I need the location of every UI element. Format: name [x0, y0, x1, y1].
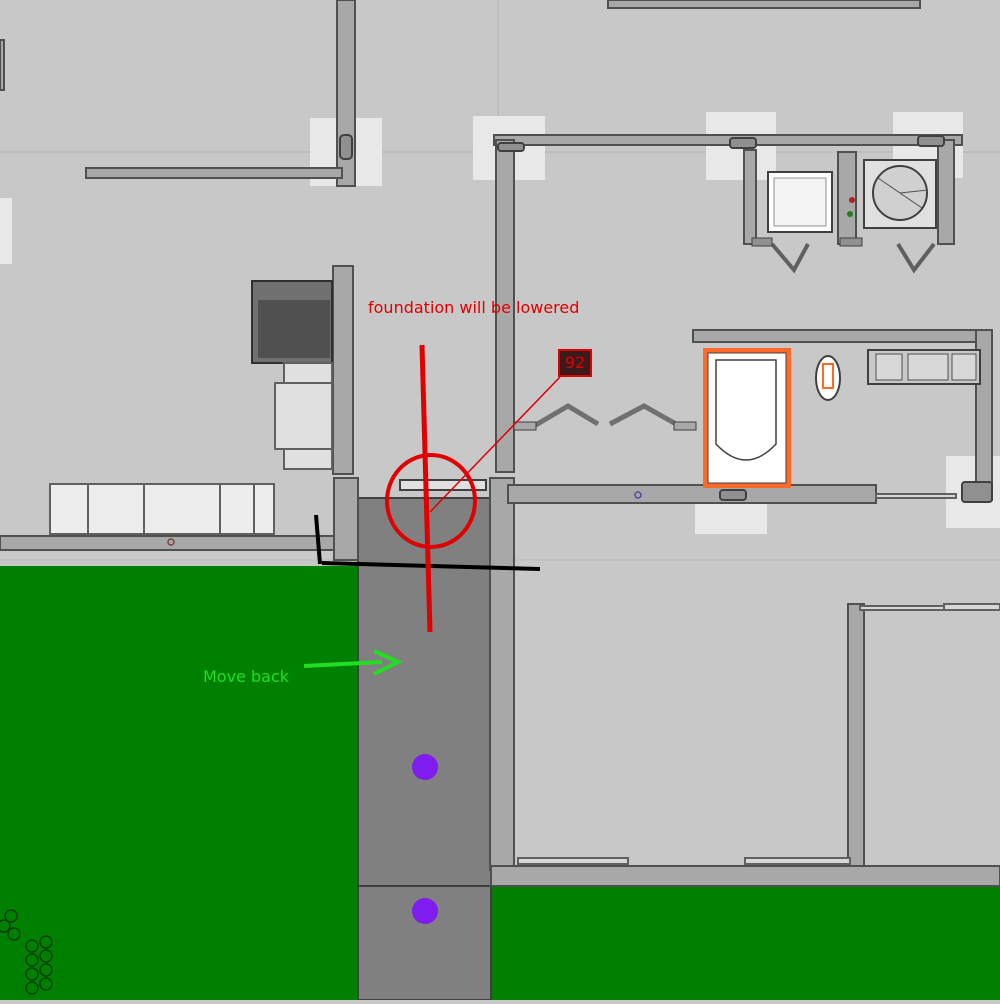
walkway: [357, 497, 492, 1001]
door-tracks: [517, 493, 1000, 865]
cabinet: [274, 382, 333, 450]
bifold-door: [608, 403, 678, 427]
post: [961, 481, 993, 503]
door-threshold: [399, 479, 487, 491]
door-jamb: [513, 421, 537, 431]
track: [744, 857, 851, 865]
counter: [49, 483, 275, 535]
vanity-drawer: [875, 353, 903, 381]
wall-segment: [692, 329, 989, 343]
washer-lid: [773, 177, 827, 227]
door-jamb: [673, 421, 697, 431]
lawn-left: [0, 566, 360, 1000]
toilet-tank: [822, 363, 834, 389]
markup-line-black: [314, 514, 322, 565]
arrow-right-icon: [373, 649, 403, 676]
vanity-drawer: [907, 353, 949, 381]
post: [719, 489, 747, 501]
wall-segment: [937, 139, 955, 245]
wall-segment: [490, 865, 1000, 887]
wall-segment: [85, 167, 343, 179]
post: [339, 134, 353, 160]
column-pad: [0, 198, 12, 264]
callout-leader-line: [429, 376, 561, 513]
door-jamb: [751, 237, 773, 247]
callout-number: 92: [564, 353, 586, 372]
door-jamb: [839, 237, 863, 247]
wall-segment: [507, 484, 877, 504]
wall-segment: [489, 477, 515, 871]
appliance-shading: [258, 300, 330, 358]
dryer-line: [899, 189, 929, 194]
wall-segment: [333, 477, 359, 561]
arrow-shaft: [303, 660, 383, 668]
bathtub-basin: [707, 352, 787, 484]
track: [943, 603, 1000, 611]
shrubs: [0, 909, 53, 995]
bifold-door: [532, 403, 600, 429]
bifold-door: [896, 242, 936, 274]
marker-dot: [412, 754, 438, 780]
valve: [847, 211, 853, 217]
bathtub-inner: [715, 359, 777, 461]
post: [917, 135, 945, 147]
section-cut-line: [419, 344, 433, 633]
cabinet: [283, 362, 333, 384]
upper-cabinet: [607, 0, 921, 9]
marker-dot: [412, 898, 438, 924]
wall-segment: [495, 139, 515, 473]
wall-segment: [493, 134, 963, 146]
post: [497, 142, 525, 152]
outlet: [167, 538, 175, 546]
wall-segment: [743, 149, 757, 245]
callout-tag: 92: [558, 349, 592, 377]
wall-segment: [847, 603, 865, 867]
move-back-note: Move back: [203, 667, 290, 686]
track: [859, 605, 945, 611]
column-posts: [339, 134, 993, 503]
track: [875, 493, 957, 499]
valve: [849, 197, 855, 203]
bifold-door: [770, 242, 810, 274]
foundation-note: foundation will be lowered: [368, 298, 580, 317]
cabinet: [283, 448, 333, 470]
lawn-right: [490, 885, 1000, 1000]
track: [517, 857, 629, 865]
markup-line-black: [321, 561, 541, 571]
outlet: [634, 491, 642, 499]
wall-segment: [332, 265, 354, 475]
post: [729, 137, 757, 149]
wall-segment: [0, 39, 5, 91]
section-cut-marker: [385, 453, 477, 549]
vanity-drawer: [951, 353, 977, 381]
